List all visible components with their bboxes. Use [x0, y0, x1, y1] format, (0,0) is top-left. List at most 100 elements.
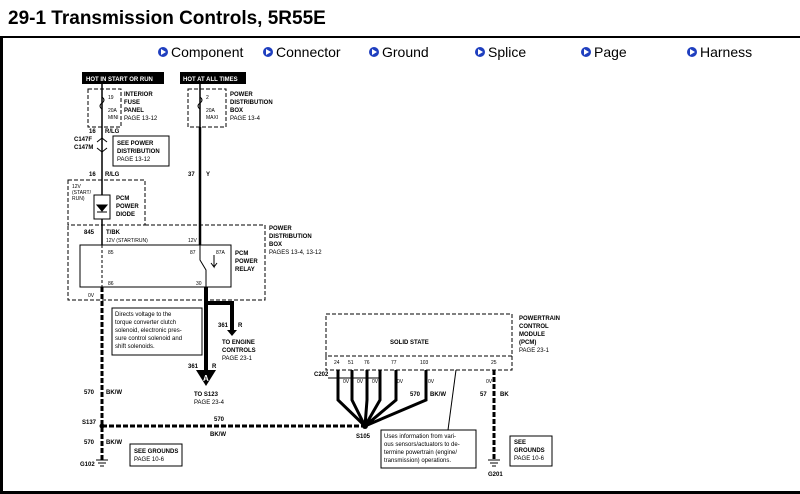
pdb-relay-box	[67, 224, 266, 301]
note-text: shift solenoids.	[115, 344, 155, 350]
pin-label: 87A	[216, 250, 226, 256]
hot-all-times-tag	[180, 72, 246, 84]
wire-color: BK/W	[210, 432, 226, 438]
connector-icon	[96, 137, 108, 153]
component-label: PANEL	[124, 108, 144, 114]
note-text: termine powertrain (engine/	[384, 450, 457, 456]
fuse-type: MINI	[108, 115, 119, 121]
pin-label: 85	[108, 250, 114, 256]
note-text: transmission) operations.	[384, 458, 451, 464]
note-text: solenoid, electronic pres-	[115, 328, 182, 334]
wire-circuit: 16	[89, 129, 96, 135]
note-text: SEE GROUNDS	[134, 449, 178, 455]
wire-color: BK	[500, 392, 509, 398]
voltage-label: 0V	[397, 379, 404, 385]
nav-label: Component	[171, 44, 244, 60]
component-label: PCM	[235, 251, 248, 257]
voltage-label: 0V	[357, 379, 364, 385]
page-ref: PAGES 13-4, 13-12	[269, 250, 322, 256]
component-label: RELAY	[235, 267, 255, 273]
relay-note-box	[111, 307, 203, 356]
voltage-label: 0V	[428, 379, 435, 385]
wire-circuit: 361	[218, 323, 229, 329]
ground-label: G201	[488, 472, 503, 478]
nav-label: Harness	[700, 44, 753, 60]
nav-component-link[interactable]: Component	[158, 43, 243, 61]
arrow-right-icon	[158, 47, 168, 57]
nav-page-link[interactable]: Page	[581, 43, 627, 61]
component-label: DISTRIBUTION	[269, 234, 312, 240]
arrow-right-icon	[581, 47, 591, 57]
diode-icon	[95, 204, 109, 213]
component-label: POWERTRAIN	[519, 316, 560, 322]
hot-all-times-label: HOT AT ALL TIMES	[183, 77, 238, 83]
voltage-label: RUN)	[72, 196, 85, 202]
note-text: DISTRIBUTION	[117, 149, 160, 155]
wire-color: BK/W	[106, 390, 122, 396]
voltage-label: 0V	[486, 379, 493, 385]
arrow-right-icon	[263, 47, 273, 57]
destination-label: TO S123	[194, 392, 219, 398]
wire-color: R/LG	[105, 129, 120, 135]
page-ref: PAGE 23-1	[519, 348, 550, 354]
connector-label: C202	[314, 372, 329, 378]
fuse-amperage: 20A	[108, 108, 118, 114]
connector-label: C147M	[74, 145, 93, 151]
voltage-label: 0V	[343, 379, 350, 385]
pin-label: 76	[364, 360, 370, 366]
component-label: POWER	[116, 204, 139, 210]
pin-label: 24	[334, 360, 340, 366]
see-grounds-box	[509, 435, 553, 467]
arrow-right-icon	[369, 47, 379, 57]
note-text: ous sensors/actuators to de-	[384, 442, 460, 448]
component-label: INTERIOR	[124, 92, 153, 98]
nav-ground-link[interactable]: Ground	[369, 43, 429, 61]
see-grounds-box	[129, 443, 183, 467]
wire-circuit: 845	[84, 230, 95, 236]
nav-splice-link[interactable]: Splice	[475, 43, 526, 61]
pin-label: 86	[108, 281, 114, 287]
note-text: PAGE 10-6	[134, 457, 165, 463]
connector-a-icon	[196, 370, 216, 386]
arrow-right-icon	[687, 47, 697, 57]
wire-circuit: 570	[214, 417, 225, 423]
note-text: PAGE 10-6	[514, 456, 545, 462]
left-border	[0, 36, 3, 494]
note-text: torque converter clutch	[115, 320, 176, 326]
pin-label: 51	[348, 360, 354, 366]
voltage-label: 12V	[188, 238, 198, 244]
ground-icon	[96, 459, 108, 467]
fuse-number: 2	[206, 95, 209, 101]
wire-color: R/LG	[105, 172, 120, 178]
nav-label: Splice	[488, 44, 527, 60]
fuse-type: MAXI	[206, 115, 218, 121]
splice-dot	[362, 423, 368, 429]
fuse-number: 19	[108, 95, 114, 101]
component-label: CONTROL	[519, 324, 549, 330]
wire-circuit: 57	[480, 392, 487, 398]
note-text: GROUNDS	[514, 448, 545, 454]
wire-color: BK/W	[430, 392, 446, 398]
nav-harness-link[interactable]: Harness	[687, 43, 752, 61]
destination-label: CONTROLS	[222, 348, 256, 354]
voltage-label: 12V	[72, 184, 82, 190]
wire-color: R	[212, 364, 217, 370]
component-label: MODULE	[519, 332, 545, 338]
component-label: FUSE	[124, 100, 140, 106]
fuse-icon	[99, 96, 105, 110]
note-text: SEE POWER	[117, 141, 154, 147]
nav-label: Page	[594, 44, 627, 60]
arrow-right-icon	[475, 47, 485, 57]
page-ref: PAGE 23-1	[222, 356, 253, 362]
interior-fuse-panel-box	[87, 88, 122, 128]
component-label: POWER	[269, 226, 292, 232]
component-label: PCM	[116, 196, 129, 202]
fuse-icon	[197, 96, 203, 110]
nav-connector-link[interactable]: Connector	[263, 43, 341, 61]
wire-color: T/BK	[106, 230, 121, 236]
pdb-top-box	[187, 88, 227, 128]
wire-circuit: 37	[188, 172, 195, 178]
pin-label: 103	[420, 360, 429, 366]
